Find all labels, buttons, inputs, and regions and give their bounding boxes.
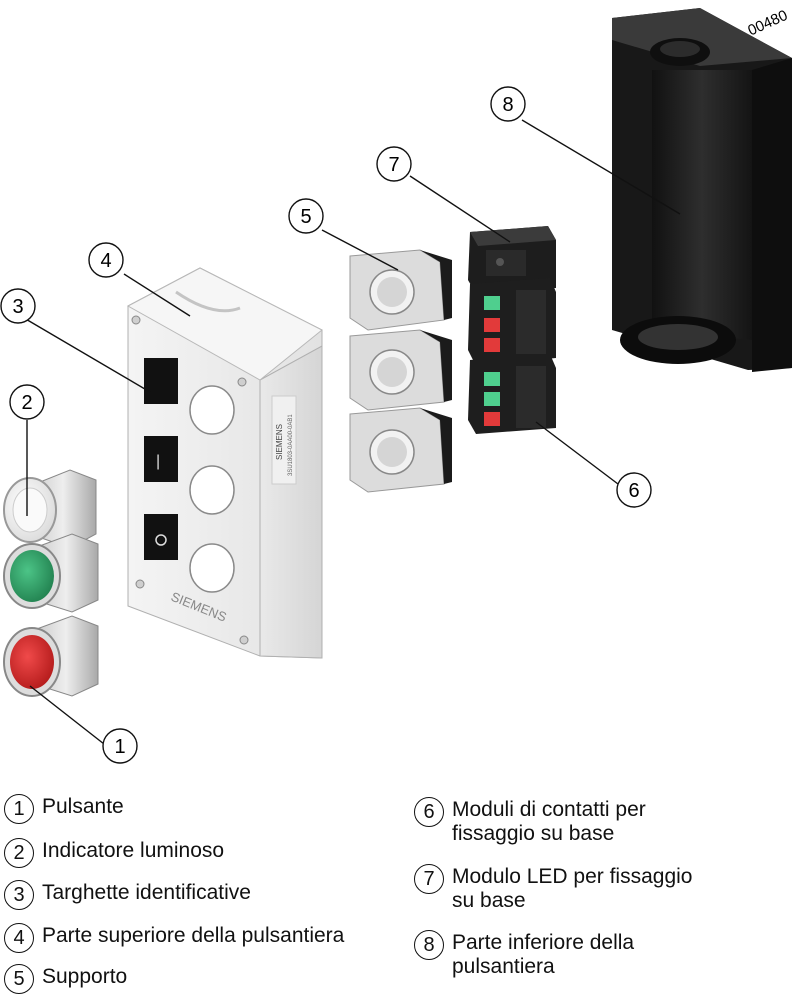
legend-number: 5	[4, 964, 34, 994]
legend-label: Modulo LED per fissaggio su base	[452, 865, 693, 912]
legend-label: Pulsante	[42, 795, 124, 818]
exploded-assembly-diagram: IC01_00480	[0, 7, 792, 764]
legend-item-3: 3 Targhette identificative	[4, 880, 251, 910]
side-label-code: 3SU1803-0AA00-0AB1	[288, 414, 294, 476]
callout-1: 1	[102, 728, 138, 764]
legend-label: Moduli di contatti per fissaggio su base	[452, 798, 646, 845]
callout-6: 6	[616, 472, 652, 508]
legend-label: Supporto	[42, 965, 128, 988]
svg-text:5: 5	[300, 206, 311, 228]
svg-text:1: 1	[114, 736, 125, 758]
callout-7: 7	[376, 146, 412, 182]
led-module	[468, 226, 556, 294]
label-plate-3	[144, 514, 178, 560]
callout-3: 3	[0, 288, 36, 324]
legend-number: 3	[4, 880, 34, 910]
legend-label: Targhette identificative	[42, 881, 251, 904]
svg-text:|: |	[156, 453, 160, 470]
leader-lines	[23, 119, 681, 745]
legend-number: 2	[4, 838, 34, 868]
legend-item-2: 2 Indicatore luminoso	[4, 838, 224, 868]
legend-item-7: 7 Modulo LED per fissaggio su base	[414, 864, 692, 913]
legend-item-5: 5 Supporto	[4, 964, 127, 994]
legend-number: 1	[4, 794, 34, 824]
legend-item-6: 6 Moduli di contatti per fissaggio su ba…	[414, 797, 646, 846]
svg-text:6: 6	[628, 480, 639, 502]
enclosure-bottom-part	[612, 8, 792, 372]
legend-label: Parte superiore della pulsantiera	[42, 924, 345, 947]
label-plate-1	[144, 358, 178, 404]
svg-text:3: 3	[12, 296, 23, 318]
legend-label: Parte inferiore della pulsantiera	[452, 931, 635, 978]
legend-number: 6	[414, 797, 444, 827]
push-button-green	[3, 533, 99, 613]
label-plate-2	[144, 436, 178, 482]
enclosure-top-part: SIEMENS 3SU1803-0AA00-0AB1 | SIEMENS	[126, 267, 323, 659]
callout-5: 5	[288, 198, 324, 234]
push-button-red	[3, 615, 99, 697]
legend-number: 7	[414, 864, 444, 894]
svg-text:4: 4	[100, 250, 111, 272]
svg-text:2: 2	[21, 392, 32, 414]
legend-number: 8	[414, 930, 444, 960]
legend-number: 4	[4, 923, 34, 953]
callout-8: 8	[490, 86, 526, 122]
side-label-brand: SIEMENS	[275, 424, 284, 460]
svg-text:8: 8	[502, 94, 513, 116]
legend-item-4: 4 Parte superiore della pulsantiera	[4, 923, 344, 953]
callout-4: 4	[88, 242, 124, 278]
svg-text:7: 7	[388, 154, 399, 176]
legend-item-1: 1 Pulsante	[4, 794, 124, 824]
holders	[349, 249, 452, 493]
callout-2: 2	[9, 384, 45, 420]
contact-modules	[468, 278, 556, 434]
legend-label: Indicatore luminoso	[42, 839, 225, 862]
indicator-light	[3, 469, 97, 549]
legend-item-8: 8 Parte inferiore della pulsantiera	[414, 930, 634, 979]
